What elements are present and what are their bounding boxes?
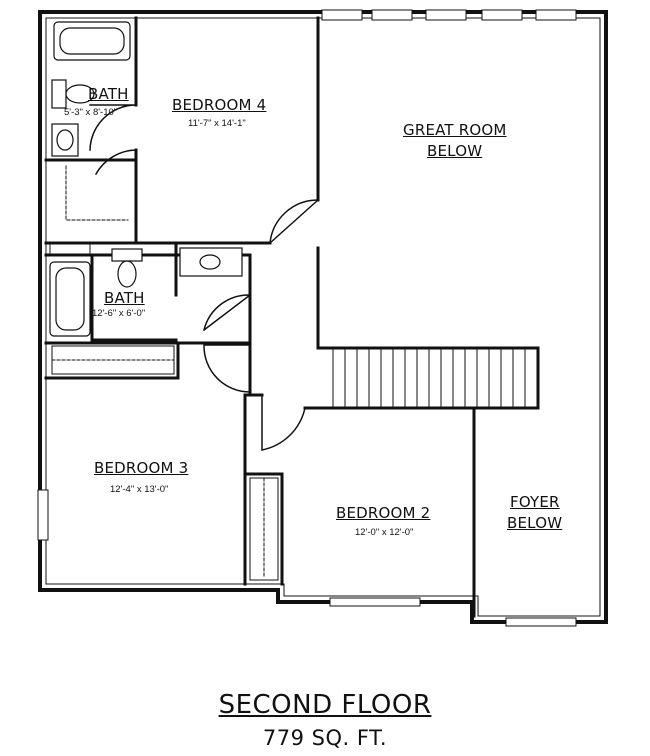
bath-lower-name: BATH: [104, 289, 145, 307]
bedroom-3-dims: 12'-4" x 13'-0": [110, 484, 169, 495]
closet-outline: [49, 243, 279, 581]
bath-lower-dims: 12'-6" x 6'-0": [92, 308, 146, 319]
stair-treads: [332, 347, 526, 409]
interior-walls: [44, 16, 540, 618]
closet-shelves: [51, 165, 265, 579]
foyer-below: BELOW: [507, 514, 563, 532]
bath-upper-dims: 5'-3" x 8'-10": [64, 107, 118, 118]
door-swings: [89, 104, 320, 451]
plan-title: SECOND FLOOR: [218, 690, 432, 720]
foyer-label: FOYER: [510, 493, 560, 511]
windows: [37, 9, 577, 627]
bedroom-2-name: BEDROOM 2: [336, 504, 431, 522]
bedroom-2-dims: 12'-0" x 12'-0": [355, 527, 414, 538]
plan-area: 779 SQ. FT.: [262, 726, 388, 750]
bath-upper-name: BATH: [88, 85, 129, 103]
exterior-wall-inner-line: [45, 17, 601, 617]
bedroom-4-dims: 11'-7" x 14'-1": [188, 118, 246, 129]
bedroom-3-name: BEDROOM 3: [94, 459, 189, 477]
fixtures: [49, 21, 243, 337]
great-room-below: BELOW: [427, 142, 483, 160]
exterior-walls: [38, 10, 608, 624]
great-room-label: GREAT ROOM: [403, 121, 507, 139]
bedroom-4-name: BEDROOM 4: [172, 96, 267, 114]
